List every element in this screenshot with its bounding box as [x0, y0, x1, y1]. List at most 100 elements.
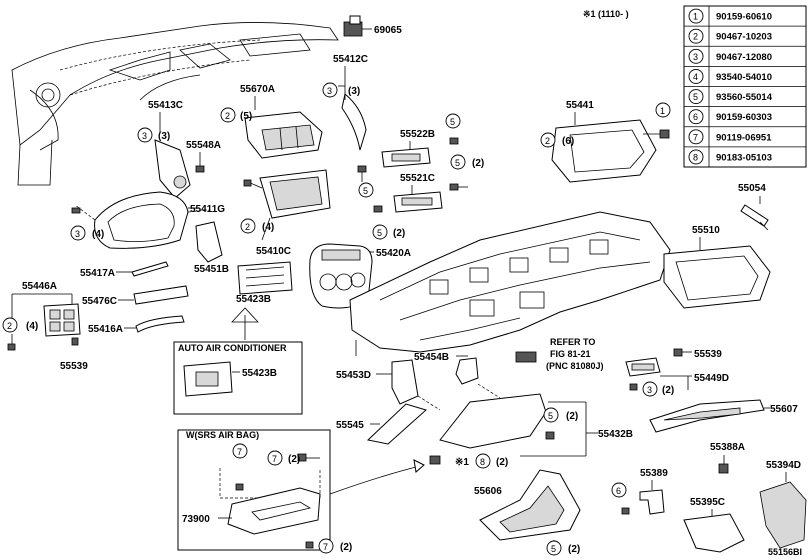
- label-55423b-ac: 55423B: [242, 368, 277, 379]
- label-55521c: 55521C: [400, 173, 435, 184]
- svg-text:8: 8: [480, 457, 485, 467]
- table-row: 4 93540-54010: [684, 65, 806, 84]
- refer-note: REFER TO FIG 81-21 (PNC 81080J): [515, 337, 604, 371]
- table-row-number: 3: [693, 52, 698, 62]
- label-55476c: 55476C: [82, 296, 117, 307]
- svg-text:2: 2: [7, 321, 12, 331]
- part-55539-left: 55539: [60, 337, 88, 372]
- callout-5: 5: [445, 113, 461, 129]
- table-row-number-circle: [688, 8, 704, 24]
- svg-text:2: 2: [225, 111, 230, 121]
- svg-text:5: 5: [548, 411, 553, 421]
- refer-line-3: (PNC 81080J): [546, 361, 604, 371]
- label-55423b: 55423B: [236, 294, 271, 305]
- table-note: ※1 (1110- ): [583, 9, 629, 19]
- table-row-part-number: 90183-05103: [716, 152, 772, 163]
- part-55510: 55510: [663, 225, 771, 309]
- table-row-number: 2: [693, 32, 698, 42]
- table-row: 2 90467-10203: [684, 25, 806, 44]
- label-55539-right: 55539: [694, 349, 722, 360]
- qty-5: (5): [240, 111, 252, 122]
- part-55545: 55545: [336, 403, 427, 445]
- label-55449d: 55449D: [694, 373, 729, 384]
- label-55670a: 55670A: [240, 84, 275, 95]
- label-55548a: 55548A: [186, 140, 221, 151]
- qty-4: (4): [262, 222, 274, 233]
- callout-5: 5: [358, 182, 374, 198]
- part-55449d: 55449D: [625, 357, 729, 391]
- part-55607: 55607: [649, 399, 798, 433]
- table-row-part-number: 90159-60303: [716, 112, 772, 123]
- table-row-number: 6: [693, 112, 698, 122]
- svg-text:5: 5: [377, 228, 382, 238]
- label-55607: 55607: [770, 404, 798, 415]
- table-row-part-number: 93540-54010: [716, 72, 772, 83]
- table-row-part-number: 90467-10203: [716, 32, 772, 43]
- table-row-number-circle: [688, 28, 704, 44]
- callout-2: 2: [220, 107, 236, 123]
- part-55420a: 55420A: [309, 243, 411, 309]
- center-fasteners: [357, 137, 468, 213]
- srs-arrowhead: [413, 459, 425, 473]
- callout-3: 3: [137, 127, 153, 143]
- callout-3: 3: [70, 225, 86, 241]
- part-55441: 55441: [551, 100, 670, 183]
- part-55389: 55389: [621, 468, 668, 515]
- svg-text:7: 7: [272, 454, 277, 464]
- table-row-part-number: 90467-12080: [716, 52, 772, 63]
- qty-2: (2): [340, 542, 352, 553]
- qty-6: (6): [562, 136, 574, 147]
- part-55548a: 55548A: [186, 140, 221, 173]
- instrument-panel-frame: [349, 211, 671, 356]
- table-row-number: 7: [693, 132, 698, 142]
- table-row-number: 4: [693, 72, 698, 82]
- part-55054: 55054: [738, 183, 769, 231]
- label-55522b: 55522B: [400, 129, 435, 140]
- upper-dash-outline: [11, 22, 339, 186]
- label-55388a: 55388A: [710, 442, 745, 453]
- svg-text:1: 1: [660, 106, 665, 116]
- qty-4: (4): [92, 229, 104, 240]
- label-55453d: 55453D: [336, 370, 371, 381]
- auto-ac-box: AUTO AIR CONDITIONER 55423B: [173, 341, 303, 415]
- table-row-number-circle: [688, 89, 704, 105]
- svg-text:7: 7: [237, 447, 242, 457]
- callout-7: 7: [267, 450, 283, 466]
- table-row-part-number: 90159-60610: [716, 12, 772, 23]
- refer-line-2: FIG 81-21: [550, 349, 591, 359]
- label-55394d: 55394D: [766, 460, 801, 471]
- label-55510: 55510: [692, 225, 720, 236]
- svg-text:3: 3: [142, 131, 147, 141]
- label-55454b: 55454B: [414, 352, 449, 363]
- refer-line-1: REFER TO: [550, 337, 595, 347]
- table-row-number-circle: [688, 48, 704, 64]
- qty-2: (2): [472, 158, 484, 169]
- part-55432b: 55432B: [417, 383, 633, 457]
- svg-text:2: 2: [245, 222, 250, 232]
- note-star-1: ※1: [455, 457, 469, 468]
- svg-text:3: 3: [327, 86, 332, 96]
- label-55410c: 55410C: [256, 246, 291, 257]
- part-55423b: 55423B: [231, 261, 293, 340]
- callout-3: 3: [322, 82, 338, 98]
- table-row: 6 90159-60303: [684, 106, 806, 125]
- qty-2: (2): [288, 454, 300, 465]
- svg-text:5: 5: [363, 186, 368, 196]
- label-69065: 69065: [374, 25, 402, 36]
- srs-box: W(SRS AIR BAG) 73900: [177, 429, 331, 551]
- label-55545: 55545: [336, 420, 364, 431]
- label-55416a: 55416A: [88, 324, 123, 335]
- part-55606: 55606: [474, 469, 581, 546]
- table-row-number-circle: [688, 109, 704, 125]
- qty-4: (4): [26, 321, 38, 332]
- callout-2: 2: [540, 132, 556, 148]
- table-row-number: 5: [693, 92, 698, 102]
- callout-7: 7: [232, 443, 248, 459]
- label-55432b: 55432B: [598, 429, 633, 440]
- label-55395c: 55395C: [690, 497, 725, 508]
- callout-5: 5: [546, 540, 562, 556]
- part-55446a: 55446A: [7, 281, 81, 351]
- part-55417a: 55417A: [80, 261, 169, 279]
- callout-5: 5: [372, 224, 388, 240]
